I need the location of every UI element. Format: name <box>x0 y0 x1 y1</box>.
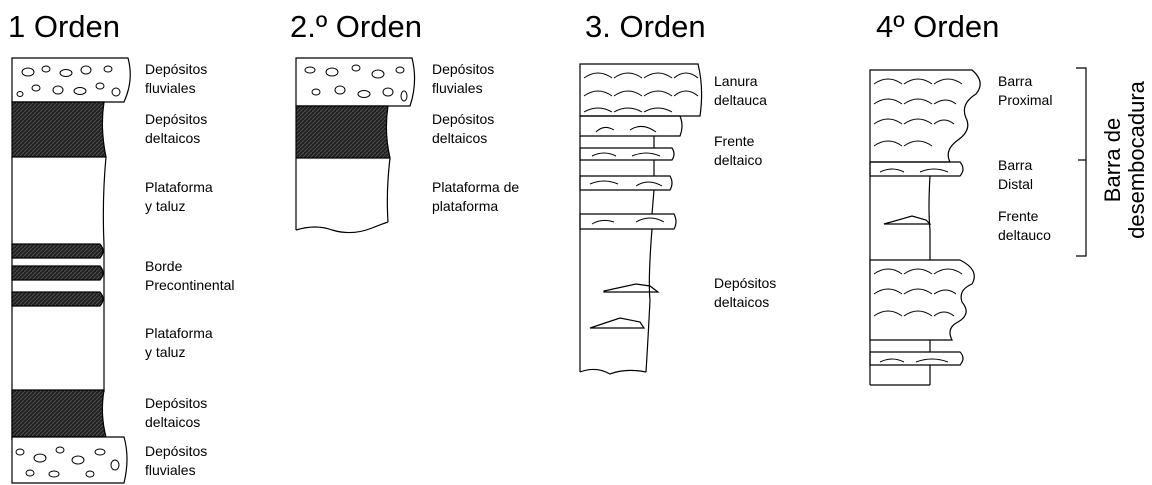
dark-bed <box>11 291 104 307</box>
column-order-2 <box>295 57 416 234</box>
dark-bed <box>11 265 104 281</box>
column-order-1 <box>11 57 131 484</box>
order-2-title: 2.º Orden <box>290 9 422 44</box>
order-1-title: 1 Orden <box>8 9 121 44</box>
column-order-3 <box>579 63 703 375</box>
bracket <box>1076 67 1087 257</box>
pebble-icons <box>304 64 408 102</box>
column-order-4 <box>869 67 1087 386</box>
order-3-title: 3. Orden <box>585 9 706 44</box>
dark-deltaic-unit <box>295 105 391 159</box>
dark-deltaic-unit <box>11 389 107 438</box>
pebble-icons <box>15 446 120 478</box>
dark-bed <box>11 243 104 259</box>
dark-deltaic-unit <box>11 101 107 158</box>
wedge-lens <box>603 283 660 293</box>
pebble-icons <box>16 65 121 97</box>
wedge-lens <box>883 215 932 225</box>
bracket-label: Barra de desembocadura <box>1100 81 1149 239</box>
cross-bed-icons <box>873 78 963 147</box>
gravel-unit <box>11 57 131 103</box>
gravel-unit <box>295 57 416 107</box>
gravel-unit <box>11 436 128 484</box>
cross-bed-icons <box>583 72 699 113</box>
order-4-title: 4º Orden <box>876 9 1000 44</box>
wedge-lens <box>589 317 646 329</box>
